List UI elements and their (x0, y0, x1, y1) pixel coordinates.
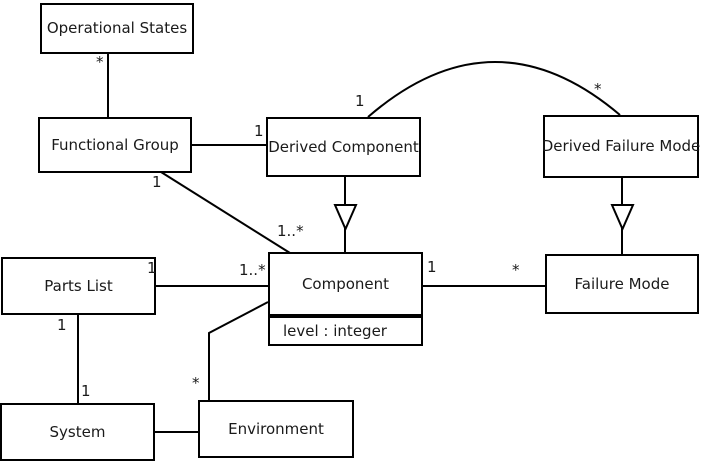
connector-component-environment (208, 301, 269, 401)
class-name: System (49, 422, 106, 441)
multiplicity-label-parts-list-component-target: 1..* (239, 261, 266, 279)
multiplicity-label-component-environment: * (192, 374, 200, 392)
multiplicity-label-parts-list-component-source: 1 (147, 259, 157, 277)
class-name: Failure Mode (574, 274, 670, 293)
class-box-failure-mode: Failure Mode (545, 254, 699, 314)
generalization-arrow-icon (333, 204, 358, 232)
class-box-derived-component: Derived Component (266, 117, 421, 177)
class-name: Derived Failure Mode (541, 137, 701, 156)
class-box-functional-group: Functional Group (38, 117, 192, 173)
class-box-parts-list: Parts List (1, 257, 156, 315)
class-name: Functional Group (51, 135, 179, 154)
multiplicity-label-derived-failure-mode-arc: * (594, 80, 602, 98)
multiplicity-label-component-failure-mode-source: 1 (427, 258, 437, 276)
multiplicity-label-component-failure-mode-target: * (512, 261, 520, 279)
class-name: Parts List (44, 276, 113, 295)
multiplicity-label-functional-group-derived-component: 1 (254, 122, 264, 140)
multiplicity-label-derived-component-arc: 1 (355, 92, 365, 110)
class-name: Environment (228, 419, 324, 438)
class-box-environment: Environment (198, 400, 354, 458)
class-name: Derived Component (268, 137, 419, 156)
multiplicity-label-operational-states: * (96, 53, 104, 71)
class-box-operational-states: Operational States (40, 3, 194, 54)
class-name: Operational States (46, 19, 188, 38)
connector-functional-group-component (160, 171, 291, 254)
multiplicity-label-functional-group-diagonal-target: 1..* (277, 222, 304, 240)
class-name: Component (301, 274, 390, 293)
multiplicity-label-parts-list-system-source: 1 (57, 316, 67, 334)
class-box-component-attributes: level : integer (268, 316, 423, 346)
class-box-component: Component (268, 252, 423, 316)
class-attribute: level : integer (283, 321, 387, 340)
multiplicity-label-parts-list-system-target: 1 (81, 382, 91, 400)
class-box-system: System (0, 403, 155, 461)
connector-derived-component-derived-failure-mode-arc (367, 61, 621, 118)
multiplicity-label-functional-group-diagonal-source: 1 (152, 173, 162, 191)
generalization-arrow-icon (610, 204, 635, 232)
class-box-derived-failure-mode: Derived Failure Mode (541, 115, 701, 178)
